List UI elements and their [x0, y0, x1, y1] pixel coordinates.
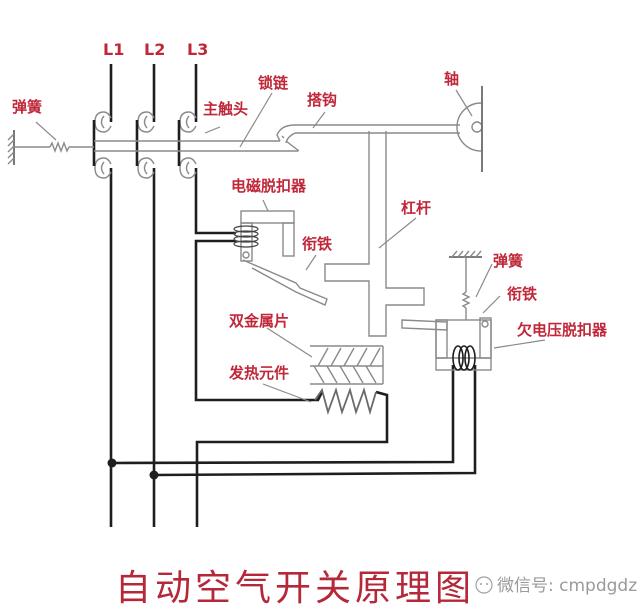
bimetal-strip [310, 345, 384, 385]
wechat-icon [475, 576, 493, 594]
label-bimetal-strip: 双金属片 [229, 312, 289, 330]
shaft [456, 86, 483, 172]
main-contacts [92, 111, 197, 179]
label-hook: 搭钩 [307, 91, 337, 109]
label-spring-left: 弹簧 [12, 98, 42, 116]
diagram-title: 自动空气开关原理图 [115, 568, 475, 609]
phase-label-l3: L3 [187, 40, 208, 59]
contact-l1 [92, 111, 112, 179]
label-lock-chain: 锁链 [258, 74, 289, 92]
heating-element [314, 387, 377, 416]
label-armature: 衔铁 [302, 235, 332, 253]
label-electromagnetic-release: 电磁脱扣器 [231, 177, 307, 195]
phase-label-l1: L1 [103, 40, 124, 59]
contact-l3 [177, 111, 197, 179]
wechat-watermark: 微信号: cmpdgdz [475, 576, 637, 596]
contact-l2 [135, 111, 155, 179]
release-coil [233, 225, 259, 248]
phase-label-l2: L2 [144, 40, 165, 59]
label-spring-right: 弹簧 [493, 252, 523, 270]
undervoltage-release [401, 250, 492, 371]
label-lever: 杠杆 [401, 199, 431, 217]
leader-lines [35, 89, 546, 403]
watermark-text: 微信号: cmpdgdz [497, 576, 637, 596]
label-main-contact: 主触头 [203, 100, 248, 118]
phase-wires [107, 64, 477, 527]
lock-chain [94, 124, 460, 152]
left-spring-assembly [7, 130, 94, 165]
label-heating-element: 发热元件 [228, 364, 289, 382]
label-undervoltage-release: 欠电压脱扣器 [517, 321, 608, 339]
undervoltage-coil [452, 345, 476, 371]
electromagnetic-release [233, 210, 328, 306]
lever [324, 131, 425, 337]
label-shaft: 轴 [444, 70, 459, 88]
label-armature-right: 衔铁 [507, 285, 537, 303]
